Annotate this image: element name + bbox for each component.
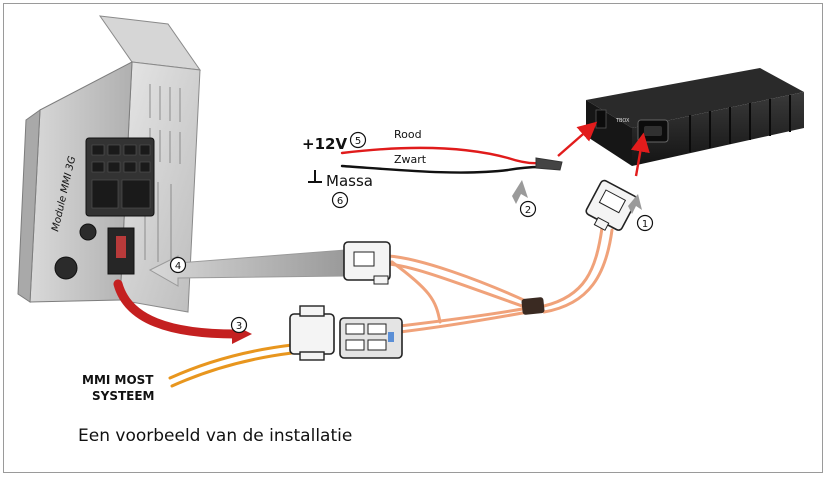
- red-arrow-power: [557, 121, 598, 157]
- mmi-3g-module: Module MMI 3G: [17, 15, 202, 313]
- massa-label: Massa: [326, 172, 373, 190]
- step-marker-3: 3: [230, 316, 248, 334]
- connector-3: [289, 305, 335, 361]
- most-label-line1: MMI MOST: [82, 373, 154, 387]
- step-marker-2: 2: [519, 200, 537, 218]
- device-logo: TBOX: [615, 118, 630, 124]
- plus-12v-label: +12V: [302, 135, 347, 153]
- connector-dual: [339, 317, 403, 359]
- most-label-line2: SYSTEEM: [92, 389, 155, 403]
- svg-text:1: 1: [642, 219, 648, 230]
- gray-arrow-1: [628, 194, 642, 214]
- svg-text:3: 3: [236, 321, 242, 332]
- connector-1: [585, 179, 638, 231]
- svg-text:4: 4: [175, 261, 181, 272]
- svg-text:2: 2: [525, 205, 531, 216]
- diagram-caption: Een voorbeeld van de installatie: [78, 426, 353, 446]
- step-marker-5: 5: [349, 131, 367, 149]
- red-arrow-fiber: [630, 132, 650, 177]
- step-marker-4: 4: [169, 256, 187, 274]
- svg-text:5: 5: [355, 136, 361, 147]
- gray-arrow-2: [512, 180, 528, 204]
- step-marker-6: 6: [331, 191, 349, 209]
- step-marker-1: 1: [636, 214, 654, 232]
- power-wires: [340, 146, 563, 174]
- interface-box: TBOX: [586, 68, 804, 166]
- harness-sleeve: [521, 297, 545, 315]
- zwart-label: Zwart: [394, 153, 427, 166]
- most-cable: [168, 343, 294, 388]
- rood-label: Rood: [394, 128, 422, 141]
- red-curved-arrow: [113, 279, 241, 339]
- connector-4: [343, 241, 391, 285]
- svg-text:6: 6: [337, 196, 343, 207]
- fiber-harness: [386, 226, 614, 334]
- ground-symbol: [308, 170, 322, 183]
